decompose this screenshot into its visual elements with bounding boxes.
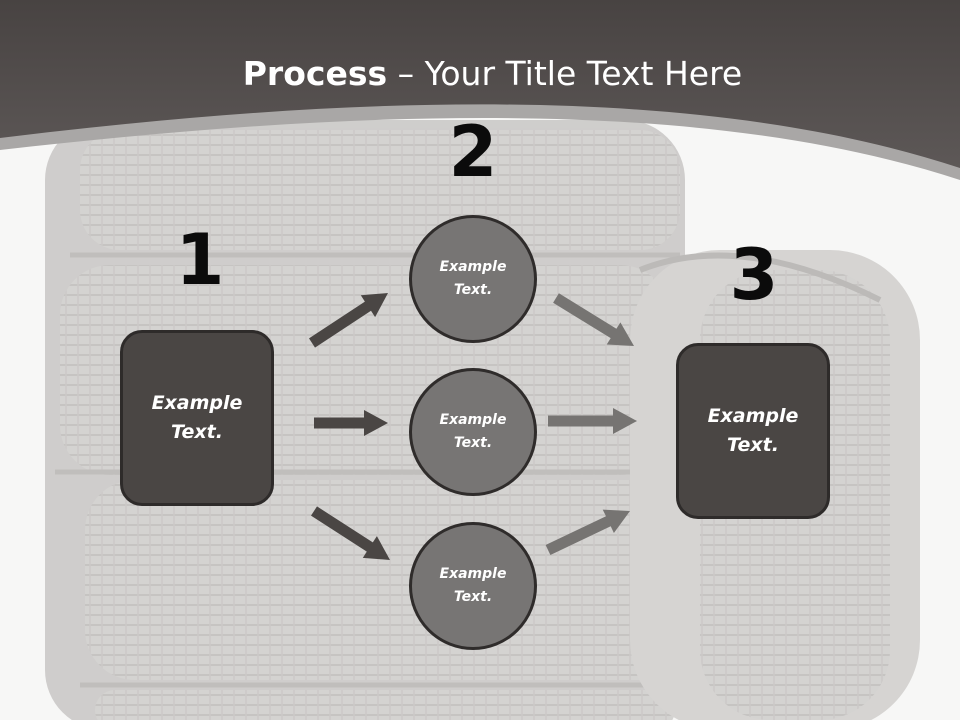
step-1-number: 1	[175, 219, 225, 301]
step-2-circle-middle[interactable]: Example Text.	[409, 368, 537, 496]
slide-title: Process – Your Title Text Here	[0, 52, 960, 96]
title-bold: Process	[242, 54, 388, 93]
step-2-circle-bottom-text: Example Text.	[439, 566, 507, 605]
header-band	[0, 0, 960, 180]
step-3-text: Example Text.	[707, 405, 799, 456]
step-3-number: 3	[729, 234, 779, 316]
step-3-box[interactable]: Example Text.	[676, 343, 830, 519]
title-rest: – Your Title Text Here	[387, 54, 743, 93]
step-2-circle-top-text: Example Text.	[439, 259, 507, 298]
step-2-circle-middle-text: Example Text.	[439, 412, 507, 451]
step-1-text: Example Text.	[151, 392, 243, 443]
step-1-box[interactable]: Example Text.	[120, 330, 274, 506]
step-2-circle-top[interactable]: Example Text.	[409, 215, 537, 343]
step-2-number: 2	[448, 111, 498, 193]
step-2-circle-bottom[interactable]: Example Text.	[409, 522, 537, 650]
